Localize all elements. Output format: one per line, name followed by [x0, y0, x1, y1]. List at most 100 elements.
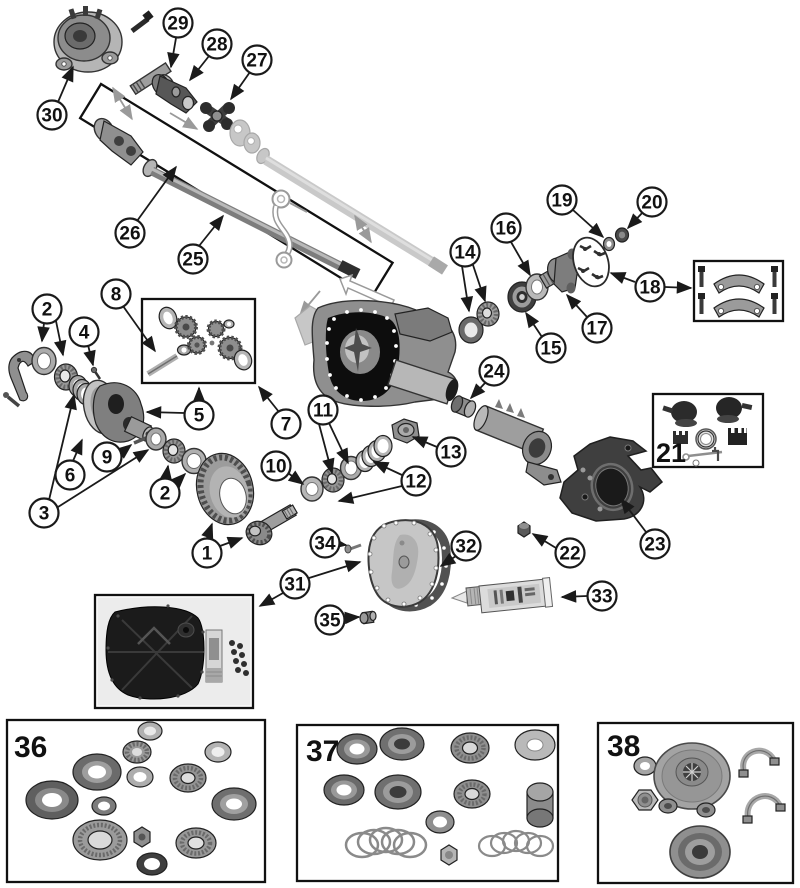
pinion-outer-bearing-group [458, 273, 549, 344]
kit-label-37: 37 [306, 735, 339, 768]
callout-number: 1 [202, 544, 213, 565]
crush-sleeve [355, 434, 393, 473]
callout-number: 34 [314, 534, 336, 555]
callout-arrow [318, 423, 335, 475]
kit-38-contents [631, 742, 786, 879]
callout-circle [535, 332, 567, 364]
callout-arrow [115, 444, 133, 459]
differential-carrier [82, 379, 154, 443]
callout-20: 20 [626, 186, 668, 230]
callout-arrow [620, 497, 647, 533]
callout-circle [28, 497, 60, 529]
callout-arrow [510, 241, 531, 277]
callout-arrow [525, 311, 543, 338]
carrier-pin [133, 436, 147, 445]
callout-circle [149, 477, 181, 509]
callout-number: 24 [483, 362, 505, 383]
yoke-strap-kit-box [692, 259, 785, 323]
callout-19: 19 [546, 184, 605, 239]
callout-number: 5 [194, 406, 205, 427]
callout-10: 10 [260, 450, 305, 485]
pinion-washer-19 [602, 236, 616, 252]
callout-circle [307, 394, 339, 426]
callout-arrow [343, 611, 361, 625]
callout-number: 29 [167, 14, 188, 35]
callout-12: 12 [337, 461, 432, 504]
callout-arrow [136, 165, 177, 222]
pinion-gear [245, 503, 298, 546]
callout-circle [581, 312, 613, 344]
callout-circle [478, 355, 510, 387]
callout-number: 6 [65, 466, 76, 487]
callout-arrow [287, 470, 305, 485]
callout-arrow [565, 293, 588, 318]
callout-circle [177, 243, 209, 275]
pinion-seal-24 [450, 395, 477, 418]
callout-number: 2 [160, 484, 171, 505]
kit-label-36: 36 [14, 731, 47, 764]
callout-circle [449, 236, 481, 268]
callout-circle [114, 217, 146, 249]
pinion-preload-nut-13 [391, 418, 420, 444]
pinion-washer-10 [300, 476, 324, 502]
u-joint-cross [200, 102, 235, 132]
callout-arrow [83, 344, 96, 367]
callout-number: 12 [405, 472, 426, 493]
callout-arrow [70, 438, 83, 462]
callout-number: 28 [206, 35, 227, 56]
carrier-bearing-race [31, 346, 57, 376]
callout-17: 17 [565, 293, 613, 344]
callout-number: 19 [551, 191, 572, 212]
callout-arrow [230, 71, 251, 101]
callout-arrow [439, 552, 457, 567]
callout-circle [279, 568, 311, 600]
kit-label-21: 21 [656, 438, 686, 468]
callout-number: 2 [42, 300, 53, 321]
callout-8: 8 [100, 278, 156, 353]
cover-bolt-34 [344, 543, 362, 554]
axle-shaft-assembly [78, 82, 395, 299]
knuckle-nut-22 [517, 521, 531, 538]
callout-number: 4 [79, 323, 90, 344]
callout-circle [91, 441, 123, 473]
callout-27: 27 [230, 44, 273, 101]
callout-1: 1 [191, 522, 244, 569]
callout-number: 9 [102, 448, 113, 469]
callout-circle [314, 604, 346, 636]
callout-number: 3 [39, 504, 50, 525]
side-shim-washer [145, 427, 167, 451]
callout-arrow [37, 322, 50, 343]
kit-37-contents [323, 727, 556, 866]
callout-15: 15 [525, 311, 567, 364]
callout-11: 11 [307, 394, 349, 475]
callout-35: 35 [314, 604, 361, 636]
ball-joint-kit-contents [662, 397, 753, 467]
ring-gear [195, 452, 255, 526]
rtv-sealant-tube [450, 577, 554, 614]
callout-number: 22 [559, 544, 580, 565]
callout-circle [586, 580, 618, 612]
callout-circle [100, 278, 132, 310]
callout-22: 22 [531, 533, 586, 569]
callout-arrow [145, 406, 185, 419]
pinion-yoke-kit-box: 38 [596, 721, 795, 885]
callout-14: 14 [449, 236, 487, 313]
callout-arrow [167, 37, 180, 69]
callout-number: 13 [440, 443, 461, 464]
callout-3: 3 [28, 393, 150, 529]
carrier-bolt-4 [90, 366, 102, 380]
callout-circle [450, 530, 482, 562]
cover-kit-contents [105, 604, 249, 700]
callout-arrow [258, 592, 284, 607]
callout-circle [54, 459, 86, 491]
callout-arrow [189, 55, 210, 82]
ghost-axle-shaft [229, 119, 448, 275]
callout-arrow [57, 449, 150, 508]
callout-arrow [472, 264, 487, 303]
strap-kit-bolts [698, 266, 778, 314]
callout-number: 25 [182, 250, 204, 271]
callout-24: 24 [469, 355, 510, 400]
callout-arrow [159, 464, 173, 481]
callout-2: 2 [31, 293, 67, 357]
callout-circle [490, 212, 522, 244]
